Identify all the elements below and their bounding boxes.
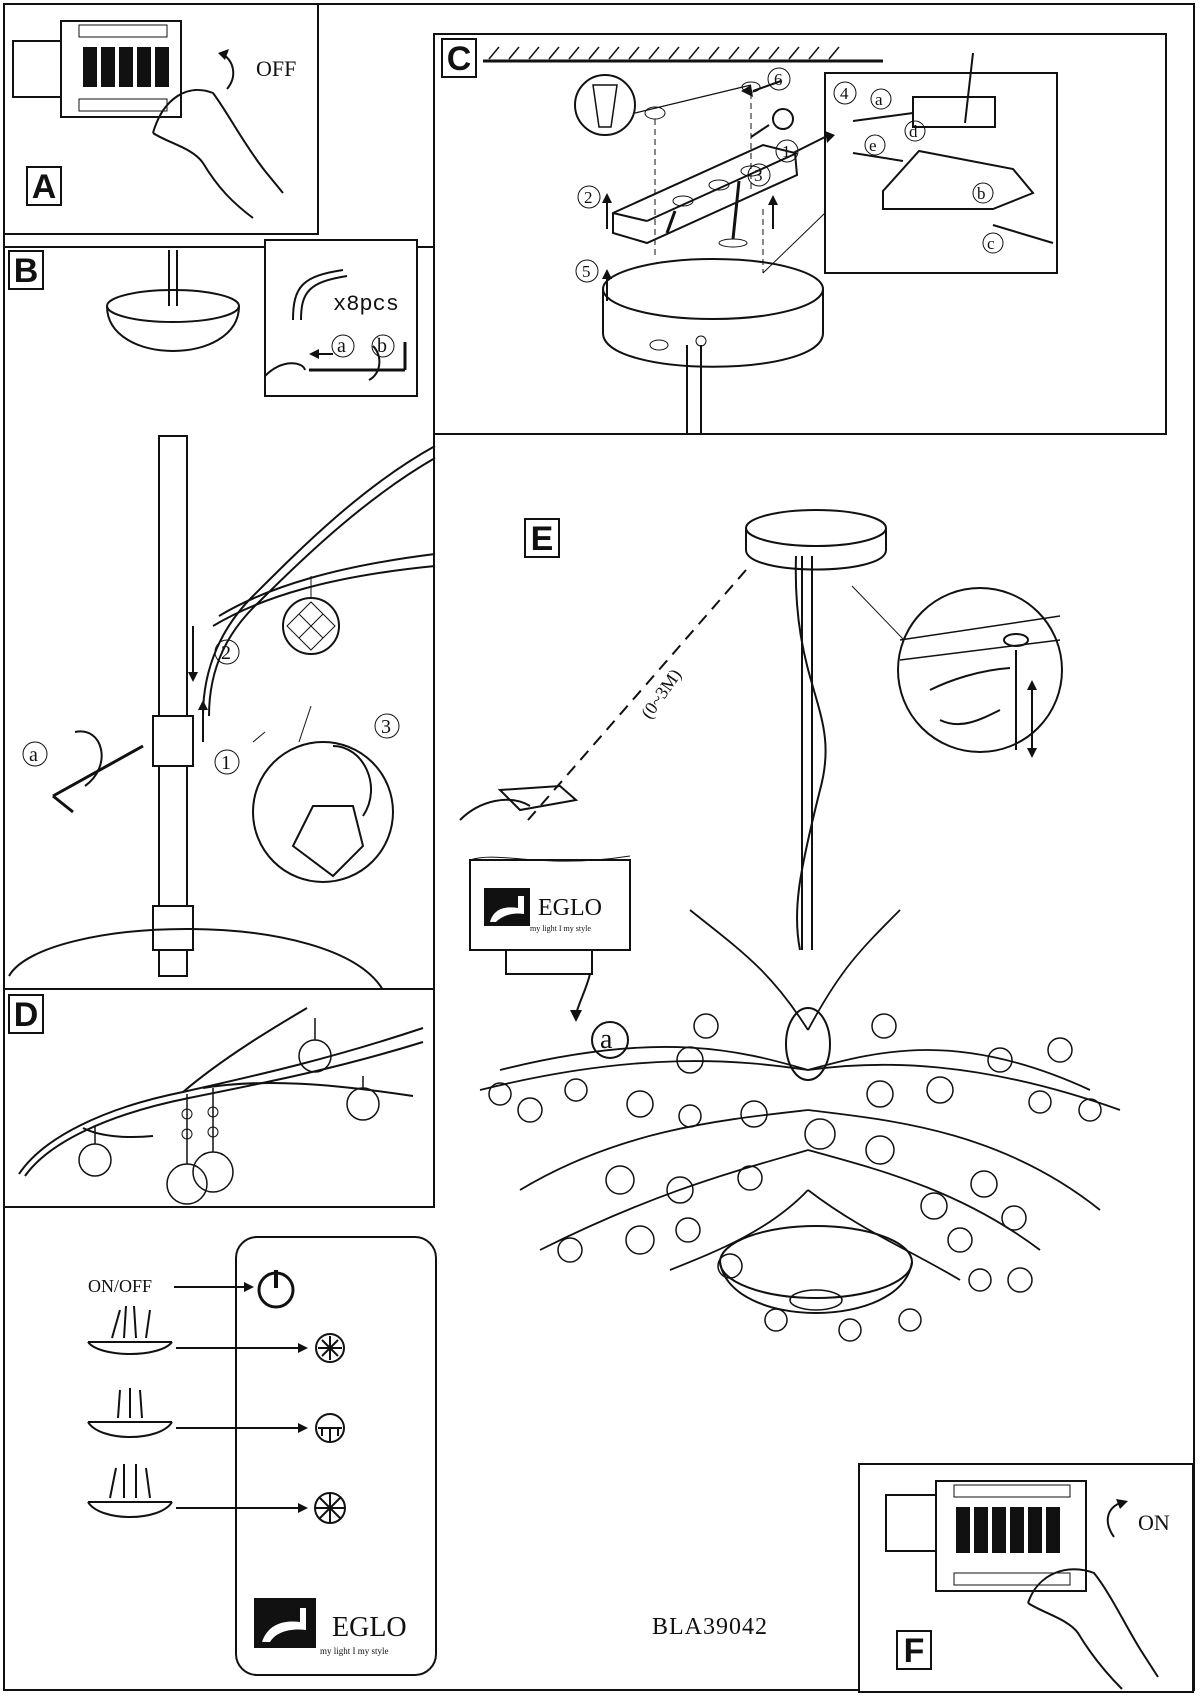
breaker-off-illustration <box>12 20 284 219</box>
panel-f-label: F <box>896 1630 932 1670</box>
remote-tagline-text: my light I my style <box>530 924 591 933</box>
panel-b-label: B <box>8 250 44 290</box>
full-light-icon <box>87 1305 173 1355</box>
eglo-logo-remote <box>484 888 530 926</box>
all-light-button[interactable] <box>314 1492 346 1524</box>
panel-d-label: D <box>8 994 44 1034</box>
remote-brand-text: EGLO <box>538 895 602 921</box>
crystal-branch-illustration <box>18 1007 424 1205</box>
branch-assembly-illustration: 2 1 3 a a b x8pcs <box>8 239 436 991</box>
lower-light-button[interactable] <box>315 1413 345 1443</box>
onoff-label: ON/OFF <box>88 1276 152 1296</box>
b-inset-b-text: b <box>377 335 387 357</box>
b-step-1-text: 1 <box>221 752 231 774</box>
remote-functions-illustration: ON/OFF EGLO my light I my sty <box>87 1270 407 1656</box>
step-4-text: 4 <box>840 84 849 103</box>
panel-c-label: C <box>441 38 477 78</box>
panel-e-label: E <box>524 518 560 558</box>
off-text: OFF <box>256 56 297 81</box>
letter-e-text: e <box>869 136 877 155</box>
b-inset-a-text: a <box>337 335 346 357</box>
letter-a-text: a <box>875 90 883 109</box>
down-light-icon <box>87 1388 173 1438</box>
b-tool-a-text: a <box>29 744 38 766</box>
breaker-on-illustration <box>885 1480 1159 1690</box>
panel-d <box>3 988 435 1208</box>
chandelier-installed-illustration: (0~3M) EGLO my light I my style a <box>459 509 1121 1342</box>
all-light-icon <box>87 1464 173 1518</box>
remote-step-a-text: a <box>600 1024 613 1055</box>
b-step-3-text: 3 <box>381 716 391 738</box>
eglo-logo <box>254 1598 316 1648</box>
ceiling-mount-illustration: 4 a b c d e 1 2 3 5 6 <box>483 46 1058 435</box>
b-step-2-text: 2 <box>221 642 231 664</box>
letter-b-text: b <box>977 184 986 203</box>
panel-a-label: A <box>26 166 62 206</box>
x8pcs-text: x8pcs <box>333 292 399 317</box>
step-5-text: 5 <box>582 262 591 281</box>
step-2-text: 2 <box>584 188 593 207</box>
step-1-text: 1 <box>782 142 791 161</box>
power-icon[interactable] <box>257 1270 295 1309</box>
panel-c <box>433 33 1167 435</box>
upper-light-button[interactable] <box>315 1333 345 1363</box>
letter-c-text: c <box>987 234 995 253</box>
on-text: ON <box>1138 1510 1170 1535</box>
letter-d-text: d <box>909 122 918 141</box>
step-3-text: 3 <box>754 166 763 185</box>
eglo-tagline-text: my light I my style <box>320 1646 389 1656</box>
eglo-brand-text: EGLO <box>332 1612 407 1643</box>
model-number: BLA39042 <box>652 1614 768 1640</box>
step-6-text: 6 <box>774 70 783 89</box>
distance-text: (0~3M) <box>637 665 686 723</box>
